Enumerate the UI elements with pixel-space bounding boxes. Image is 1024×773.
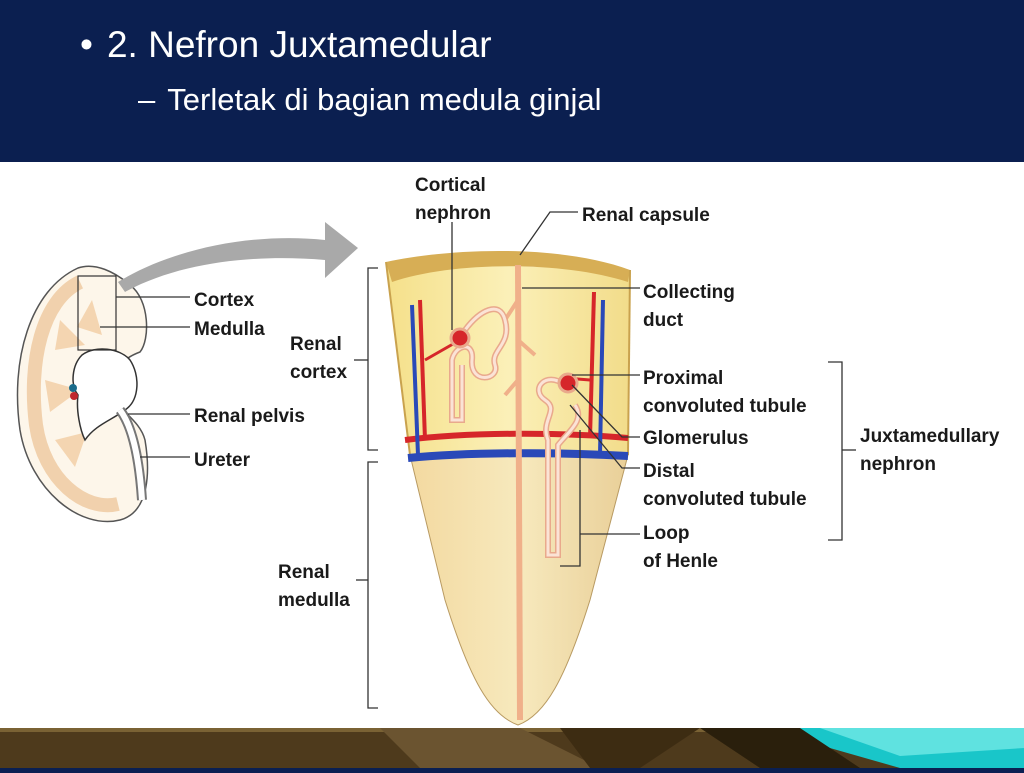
- label-collecting-duct-2: duct: [643, 310, 684, 331]
- label-medulla: Medulla: [194, 319, 265, 340]
- collecting-duct-shape: [515, 264, 523, 721]
- label-proximal-1: Proximal: [643, 368, 723, 389]
- renal-capsule-band: [386, 250, 630, 282]
- enlarged-wedge: [385, 250, 631, 726]
- figure-svg: Cortex Medulla Renal pelvis Ureter: [16, 175, 1000, 726]
- bullet-dash-icon: –: [138, 82, 156, 117]
- bullet-main: • 2. Nefron Juxtamedular: [80, 24, 492, 66]
- label-cortical-nephron-1: Cortical: [415, 175, 486, 196]
- label-loop-2: of Henle: [643, 551, 718, 572]
- zoom-box: [77, 275, 117, 351]
- vessel-blue: [69, 384, 77, 392]
- label-renal-medulla-1: Renal: [278, 562, 330, 583]
- kidney-section: [16, 265, 149, 523]
- label-juxta-1: Juxtamedullary: [860, 426, 1000, 447]
- juxta-glomerulus: [557, 372, 579, 394]
- label-cortical-nephron-2: nephron: [415, 203, 491, 224]
- cortical-glomerulus: [449, 327, 471, 349]
- label-distal-2: convoluted tubule: [643, 489, 807, 510]
- vessel-red: [70, 392, 78, 400]
- label-juxta-2: nephron: [860, 454, 936, 475]
- arcuate-vein: [407, 449, 629, 462]
- bullet-sub: –Terletak di bagian medula ginjal: [138, 82, 602, 118]
- kidney-leader-lines: [100, 296, 190, 458]
- region-brackets: [354, 267, 856, 709]
- bullet-sub-text: Terletak di bagian medula ginjal: [167, 82, 602, 117]
- slide-footer: [0, 728, 1024, 768]
- label-renal-medulla-2: medulla: [278, 590, 350, 611]
- label-glomerulus: Glomerulus: [643, 428, 749, 449]
- slide-header: • 2. Nefron Juxtamedular –Terletak di bag…: [0, 0, 1024, 162]
- nephron-leader-lines: [451, 211, 640, 567]
- label-ureter: Ureter: [194, 450, 251, 471]
- kidney-cortex-band: [26, 275, 120, 513]
- bullet-dot-icon: •: [80, 24, 93, 65]
- label-renal-cortex-1: Renal: [290, 334, 342, 355]
- label-proximal-2: convoluted tubule: [643, 396, 807, 417]
- renal-cortex-region: [386, 262, 630, 455]
- kidney-nephron-figure: Cortex Medulla Renal pelvis Ureter: [0, 162, 1024, 728]
- renal-pelvis-shape: [72, 348, 138, 442]
- label-distal-1: Distal: [643, 461, 695, 482]
- label-collecting-duct-1: Collecting: [643, 282, 735, 303]
- label-renal-cortex-2: cortex: [290, 362, 347, 383]
- bullet-main-text: 2. Nefron Juxtamedular: [106, 24, 492, 65]
- footer-graphic: [0, 728, 1024, 768]
- label-renal-pelvis: Renal pelvis: [194, 406, 305, 427]
- label-renal-capsule: Renal capsule: [582, 205, 710, 226]
- zoom-arrow-icon: [118, 222, 358, 292]
- label-loop-1: Loop: [643, 523, 689, 544]
- label-cortex: Cortex: [194, 290, 255, 311]
